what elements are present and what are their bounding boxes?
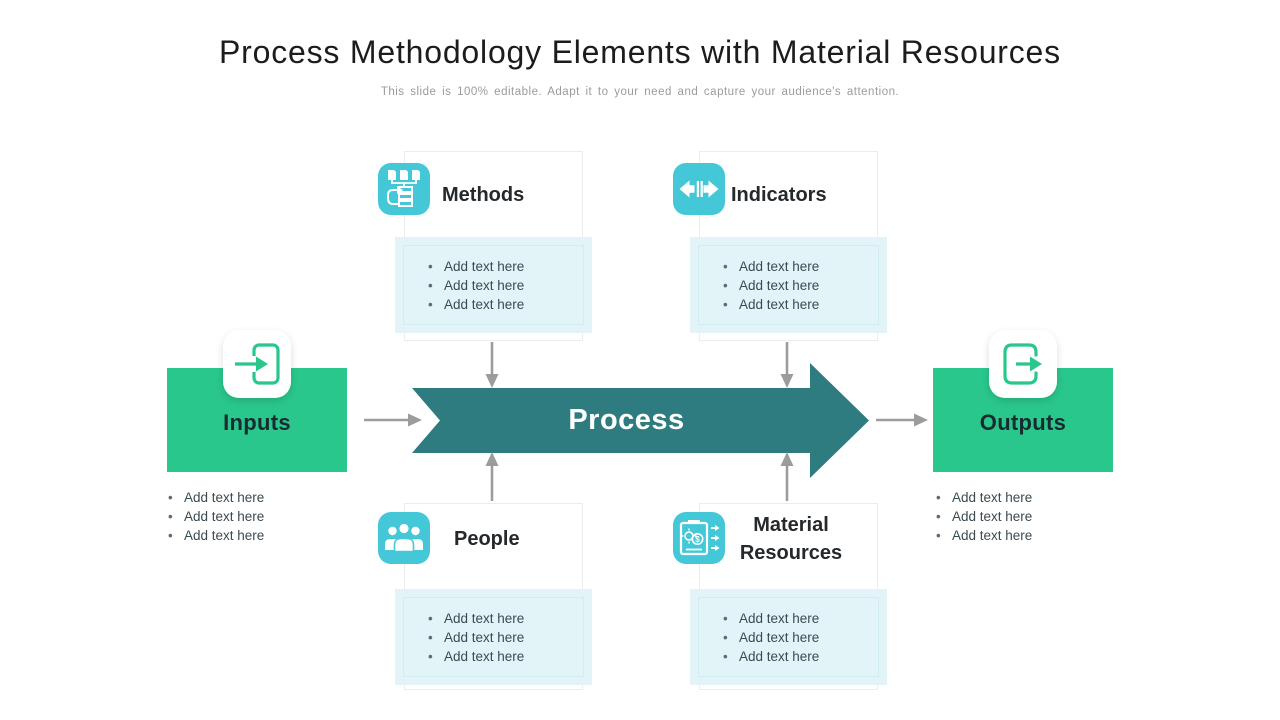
- bullet-item: Add text here: [723, 609, 819, 628]
- connector-process-to-outputs: [876, 413, 928, 427]
- workflow-stack-icon: [378, 163, 430, 215]
- compare-arrows-icon: [673, 163, 725, 215]
- bullet-item: Add text here: [428, 257, 524, 276]
- process-arrow-label: Process: [568, 404, 685, 436]
- material-resources-textbox: Add text here Add text here Add text her…: [690, 589, 887, 685]
- bullet-item: Add text here: [428, 276, 524, 295]
- people-group-icon: [378, 512, 430, 564]
- connector-indicators-to-process: [780, 342, 794, 388]
- indicators-title: Indicators: [731, 184, 827, 206]
- bullet-item: Add text here: [723, 257, 819, 276]
- methods-textbox: Add text here Add text here Add text her…: [395, 237, 592, 333]
- material-resources-title: Material Resources: [739, 514, 843, 564]
- connector-methods-to-process: [485, 342, 499, 388]
- bullet-item: Add text here: [168, 526, 264, 545]
- people-bullet-list: Add text here Add text here Add text her…: [404, 609, 524, 666]
- bullet-item: Add text here: [936, 488, 1032, 507]
- bullet-item: Add text here: [428, 295, 524, 314]
- svg-text:$: $: [695, 535, 700, 544]
- login-icon: [223, 330, 291, 398]
- bullet-item: Add text here: [168, 488, 264, 507]
- outputs-label: Outputs: [979, 410, 1067, 435]
- material-resources-textbox-inner: Add text here Add text here Add text her…: [698, 597, 879, 677]
- bullet-item: Add text here: [428, 609, 524, 628]
- methods-textbox-inner: Add text here Add text here Add text her…: [403, 245, 584, 325]
- people-textbox-inner: Add text here Add text here Add text her…: [403, 597, 584, 677]
- bullet-item: Add text here: [168, 507, 264, 526]
- connector-people-to-process: [485, 452, 499, 501]
- bullet-item: Add text here: [723, 647, 819, 666]
- resources-gear-icon: $: [673, 512, 725, 564]
- people-title: People: [454, 528, 520, 550]
- inputs-label: Inputs: [223, 410, 291, 435]
- outputs-bullets: Add text here Add text here Add text her…: [936, 488, 1032, 545]
- inputs-bullets: Add text here Add text here Add text her…: [168, 488, 264, 545]
- bullet-item: Add text here: [723, 276, 819, 295]
- material-resources-bullet-list: Add text here Add text here Add text her…: [699, 609, 819, 666]
- people-textbox: Add text here Add text here Add text her…: [395, 589, 592, 685]
- slide-subtitle: This slide is 100% editable. Adapt it to…: [380, 86, 900, 98]
- bullet-item: Add text here: [428, 647, 524, 666]
- indicators-bullet-list: Add text here Add text here Add text her…: [699, 257, 819, 314]
- indicators-textbox-inner: Add text here Add text here Add text her…: [698, 245, 879, 325]
- slide-title: Process Methodology Elements with Materi…: [219, 34, 1061, 70]
- bullet-item: Add text here: [936, 507, 1032, 526]
- bullet-item: Add text here: [936, 526, 1032, 545]
- methods-title: Methods: [442, 184, 525, 206]
- connector-material-resources-to-process: [780, 452, 794, 501]
- methods-bullet-list: Add text here Add text here Add text her…: [404, 257, 524, 314]
- indicators-textbox: Add text here Add text here Add text her…: [690, 237, 887, 333]
- bullet-item: Add text here: [723, 628, 819, 647]
- bullet-item: Add text here: [723, 295, 819, 314]
- bullet-item: Add text here: [428, 628, 524, 647]
- logout-icon: [989, 330, 1057, 398]
- connector-inputs-to-process: [364, 413, 422, 427]
